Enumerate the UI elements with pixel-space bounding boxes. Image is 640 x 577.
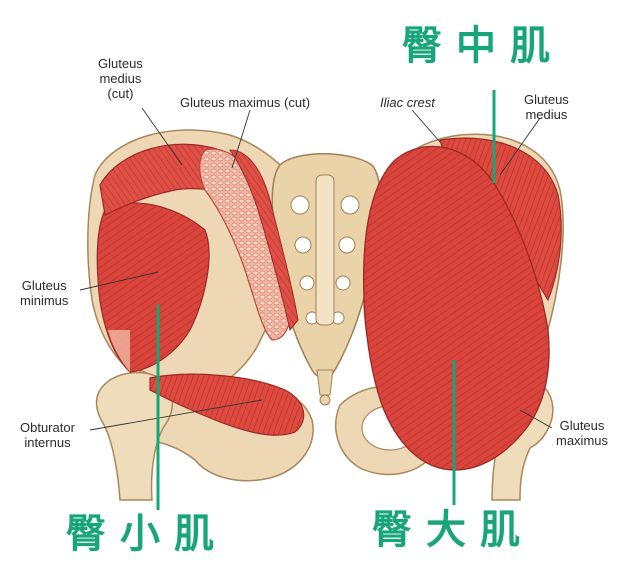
- label-gluteus-minimus: Gluteus minimus: [20, 278, 69, 308]
- gluteus-maximus-right-muscle: [362, 145, 550, 471]
- label-gluteus-medius-cut: Gluteus medius (cut): [98, 56, 143, 101]
- label-gluteus-medius-right: Gluteus medius: [524, 92, 569, 122]
- cn-label-gluteus-medius: 臀中肌: [402, 23, 564, 69]
- gluteus-minimus-muscle: [96, 202, 210, 373]
- green-marker-lines: [156, 90, 496, 510]
- cn-label-gluteus-maximus: 臀大肌: [372, 507, 534, 553]
- label-obturator-internus: Obturator internus: [20, 420, 75, 450]
- cn-label-gluteus-minimus: 臀小肌: [66, 511, 228, 557]
- label-gluteus-maximus-cut: Gluteus maximus (cut): [180, 95, 311, 110]
- label-gluteus-maximus-right: Gluteus maximus: [556, 418, 609, 448]
- sacrum: [271, 153, 381, 406]
- label-iliac-crest: Iliac crest: [380, 95, 435, 110]
- obturator-internus-muscle: [149, 373, 305, 436]
- leader-lines: [79, 107, 553, 431]
